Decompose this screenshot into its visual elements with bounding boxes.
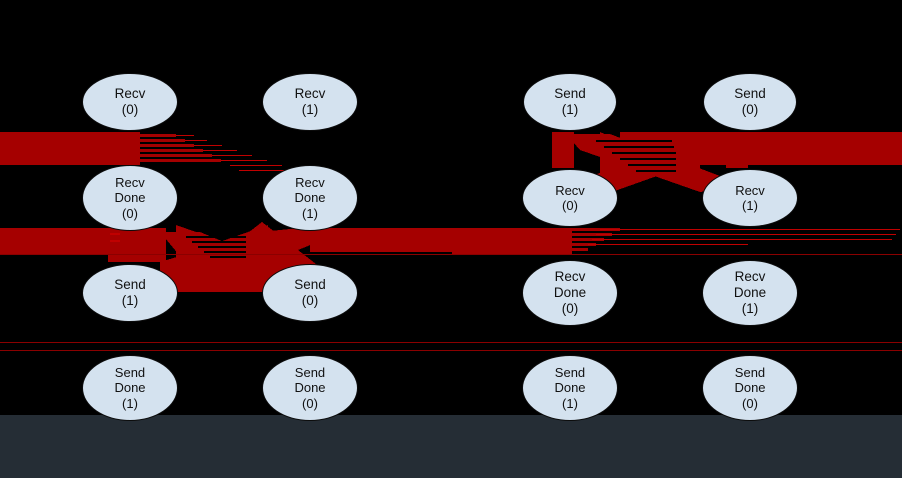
edge-fan-middle-right	[570, 228, 620, 251]
edge-fan-left-upper	[138, 134, 221, 162]
node-send1_mid[interactable]: Send (1)	[82, 264, 178, 322]
node-recvdone0[interactable]: Recv Done (0)	[82, 165, 178, 231]
node-label: Send Done (1)	[114, 365, 146, 411]
node-label: Recv (1)	[735, 182, 765, 213]
node-label: Recv Done (1)	[733, 269, 767, 316]
bottom-status-bar	[0, 415, 902, 478]
node-senddone1[interactable]: Send Done (1)	[82, 355, 178, 421]
node-recv0[interactable]: Recv (0)	[82, 73, 178, 131]
node-label: Recv Done (0)	[114, 175, 146, 221]
node-label: Send (1)	[554, 86, 586, 117]
node-senddone0[interactable]: Send Done (0)	[262, 355, 358, 421]
edge-right-striation	[596, 140, 676, 172]
node-recvdone0b[interactable]: Recv Done (0)	[522, 260, 618, 326]
node-recv1_mid[interactable]: Recv (1)	[702, 169, 798, 227]
edge-band-lower-mid	[0, 228, 110, 254]
node-send1_top[interactable]: Send (1)	[523, 73, 617, 131]
node-label: Recv (0)	[114, 86, 146, 117]
node-recvdone1[interactable]: Recv Done (1)	[262, 165, 358, 231]
node-label: Send Done (1)	[554, 365, 586, 411]
node-label: Recv Done (0)	[553, 269, 587, 316]
node-senddone0b[interactable]: Send Done (0)	[702, 355, 798, 421]
edge-left-striation	[186, 236, 246, 258]
node-label: Send Done (0)	[294, 365, 326, 411]
edge-band-lower-mid-2	[452, 228, 572, 254]
node-label: Recv (0)	[555, 182, 585, 213]
edge-fan-left-upper-thin	[176, 135, 299, 172]
node-recvdone1b[interactable]: Recv Done (1)	[702, 260, 798, 326]
node-label: Send (0)	[734, 86, 766, 117]
node-label: Send (0)	[294, 277, 326, 308]
node-send0_top[interactable]: Send (0)	[703, 73, 797, 131]
node-label: Recv Done (1)	[294, 175, 326, 221]
edge-fan-middle-right-thin	[588, 229, 900, 246]
edge-band-left-upper	[0, 132, 140, 165]
edge-stub-send1	[552, 132, 574, 168]
node-recv0_mid[interactable]: Recv (0)	[522, 169, 618, 227]
node-label: Recv (1)	[294, 86, 326, 117]
node-recv1[interactable]: Recv (1)	[262, 73, 358, 131]
node-send0_mid[interactable]: Send (0)	[262, 264, 358, 322]
node-label: Send (1)	[114, 277, 146, 308]
edge-hairlines	[0, 254, 902, 351]
node-senddone1b[interactable]: Send Done (1)	[522, 355, 618, 421]
node-label: Send Done (0)	[734, 365, 766, 411]
